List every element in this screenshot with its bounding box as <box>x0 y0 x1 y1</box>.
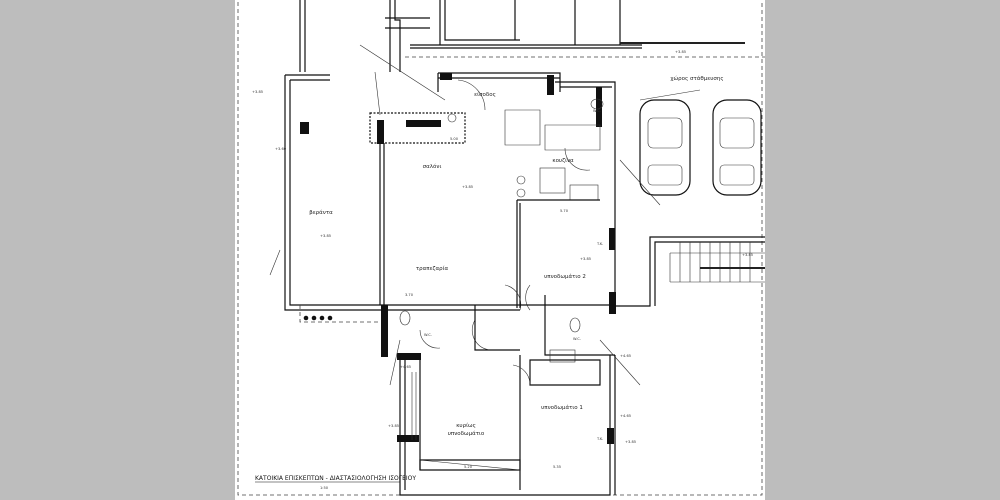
svg-text:+3.85: +3.85 <box>320 234 331 238</box>
sheet-border <box>237 0 763 496</box>
svg-text:+3.85: +3.85 <box>252 90 263 94</box>
svg-text:+4.65: +4.65 <box>400 365 411 369</box>
room-label-kitchen: κουζίνα <box>552 157 574 164</box>
svg-text:+3.85: +3.85 <box>462 185 473 189</box>
room-label-veranda: βεράντα <box>309 209 333 216</box>
drawing-title: ΚΑΤΟΙΚΙΑ ΕΠΙΣΚΕΠΤΩΝ - ΔΙΑΣΤΑΣΙΟΛΟΓΗΣΗ ΙΣ… <box>255 475 416 482</box>
mark-tk-2: T.K. <box>596 437 603 441</box>
room-label-master-1: κυρίως <box>456 422 476 429</box>
floor-plan: βεράντα σαλόνι είσοδος κουζίνα τραπεζαρί… <box>237 0 765 496</box>
dimension: 5.35 <box>553 465 561 469</box>
room-label-bedroom-1: υπνοδωμάτιο 1 <box>541 404 583 411</box>
master-bedroom <box>397 355 611 496</box>
svg-text:+3.85: +3.85 <box>625 440 636 444</box>
svg-text:+3.85: +3.85 <box>580 257 591 261</box>
drawing-sheet: βεράντα σαλόνι είσοδος κουζίνα τραπεζαρί… <box>235 0 765 500</box>
room-label-living: σαλόνι <box>423 163 442 170</box>
dimension: 3.70 <box>405 293 414 297</box>
car-1 <box>639 99 691 196</box>
room-label-dining: τραπεζαρία <box>416 265 449 272</box>
upper-structures <box>299 0 745 72</box>
dimension: 5.20 <box>464 465 473 469</box>
room-label-wc-3: W.C. <box>593 109 601 113</box>
svg-text:+3.60: +3.60 <box>275 147 287 151</box>
svg-text:+3.85: +3.85 <box>388 424 399 428</box>
bedroom-1 <box>512 355 616 495</box>
room-label-master-2: υπνοδωμάτιο <box>448 430 485 437</box>
mark-tk: T.K. <box>596 242 603 246</box>
room-label-wc-2: W.C. <box>573 337 581 341</box>
svg-text:+4.65: +4.65 <box>620 414 631 418</box>
drawing-scale: 1:50 <box>320 486 329 490</box>
svg-text:+4.65: +4.65 <box>620 354 631 358</box>
stairs <box>615 236 765 307</box>
kitchen <box>504 81 616 300</box>
living-room <box>369 72 561 305</box>
svg-text:+3.85: +3.85 <box>675 50 686 54</box>
room-label-wc-1: W.C. <box>424 333 432 337</box>
bedroom-2 <box>504 199 616 314</box>
room-label-bedroom-2: υπνοδωμάτιο 2 <box>544 273 586 280</box>
car-2 <box>712 99 762 196</box>
svg-text:+3.85: +3.85 <box>742 253 753 257</box>
room-label-entrance: είσοδος <box>474 91 496 98</box>
level-marks: +3.85 +3.60 +3.85 +3.85 +3.85 +4.65 +4.6… <box>252 50 753 444</box>
dimension: 5.00 <box>450 137 459 141</box>
veranda <box>284 74 390 323</box>
dimension: 5.70 <box>560 209 569 213</box>
wc-block <box>381 295 615 363</box>
room-label-parking: χώρος στάθμευσης <box>670 75 723 82</box>
